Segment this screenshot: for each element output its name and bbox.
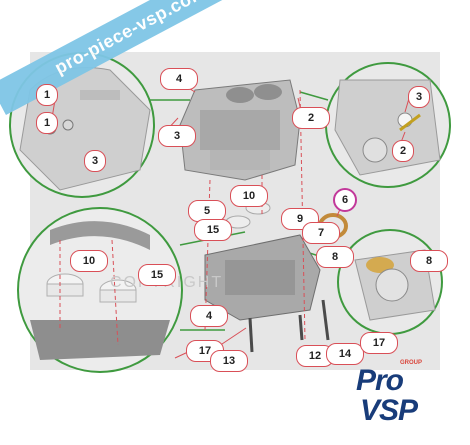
cylinder-block	[179, 79, 301, 181]
callout-label: 3	[84, 150, 106, 172]
callout-label: 15	[194, 219, 232, 241]
callout-label: 2	[292, 107, 330, 129]
callout-label: 15	[138, 264, 176, 286]
logo-pro-text: Pro	[356, 364, 404, 397]
callout-label: 3	[408, 86, 430, 108]
callout-label: 1	[36, 112, 58, 134]
bolts	[248, 299, 330, 353]
callout-label: 4	[160, 68, 198, 90]
callout-label: 14	[326, 343, 364, 365]
callout-label: 13	[210, 350, 248, 372]
callout-label: 7	[302, 222, 340, 244]
logo-group-text: GROUP	[400, 360, 423, 366]
callout-label: 2	[392, 140, 414, 162]
lower-crankcase	[204, 234, 321, 321]
logo-vsp-text: VSP	[360, 394, 418, 427]
callout-label: 17	[360, 332, 398, 354]
callout-label: 8	[316, 246, 354, 268]
callout-label: 4	[190, 305, 228, 327]
assembly-lines	[59, 89, 306, 346]
callout-label: 10	[70, 250, 108, 272]
callout-label-highlighted: 6	[333, 188, 357, 212]
callout-label: 3	[158, 125, 196, 147]
callout-label: 10	[230, 185, 268, 207]
callout-label: 8	[410, 250, 448, 272]
callout-label: 1	[36, 84, 58, 106]
detail-bottom-left-parts	[30, 221, 170, 360]
